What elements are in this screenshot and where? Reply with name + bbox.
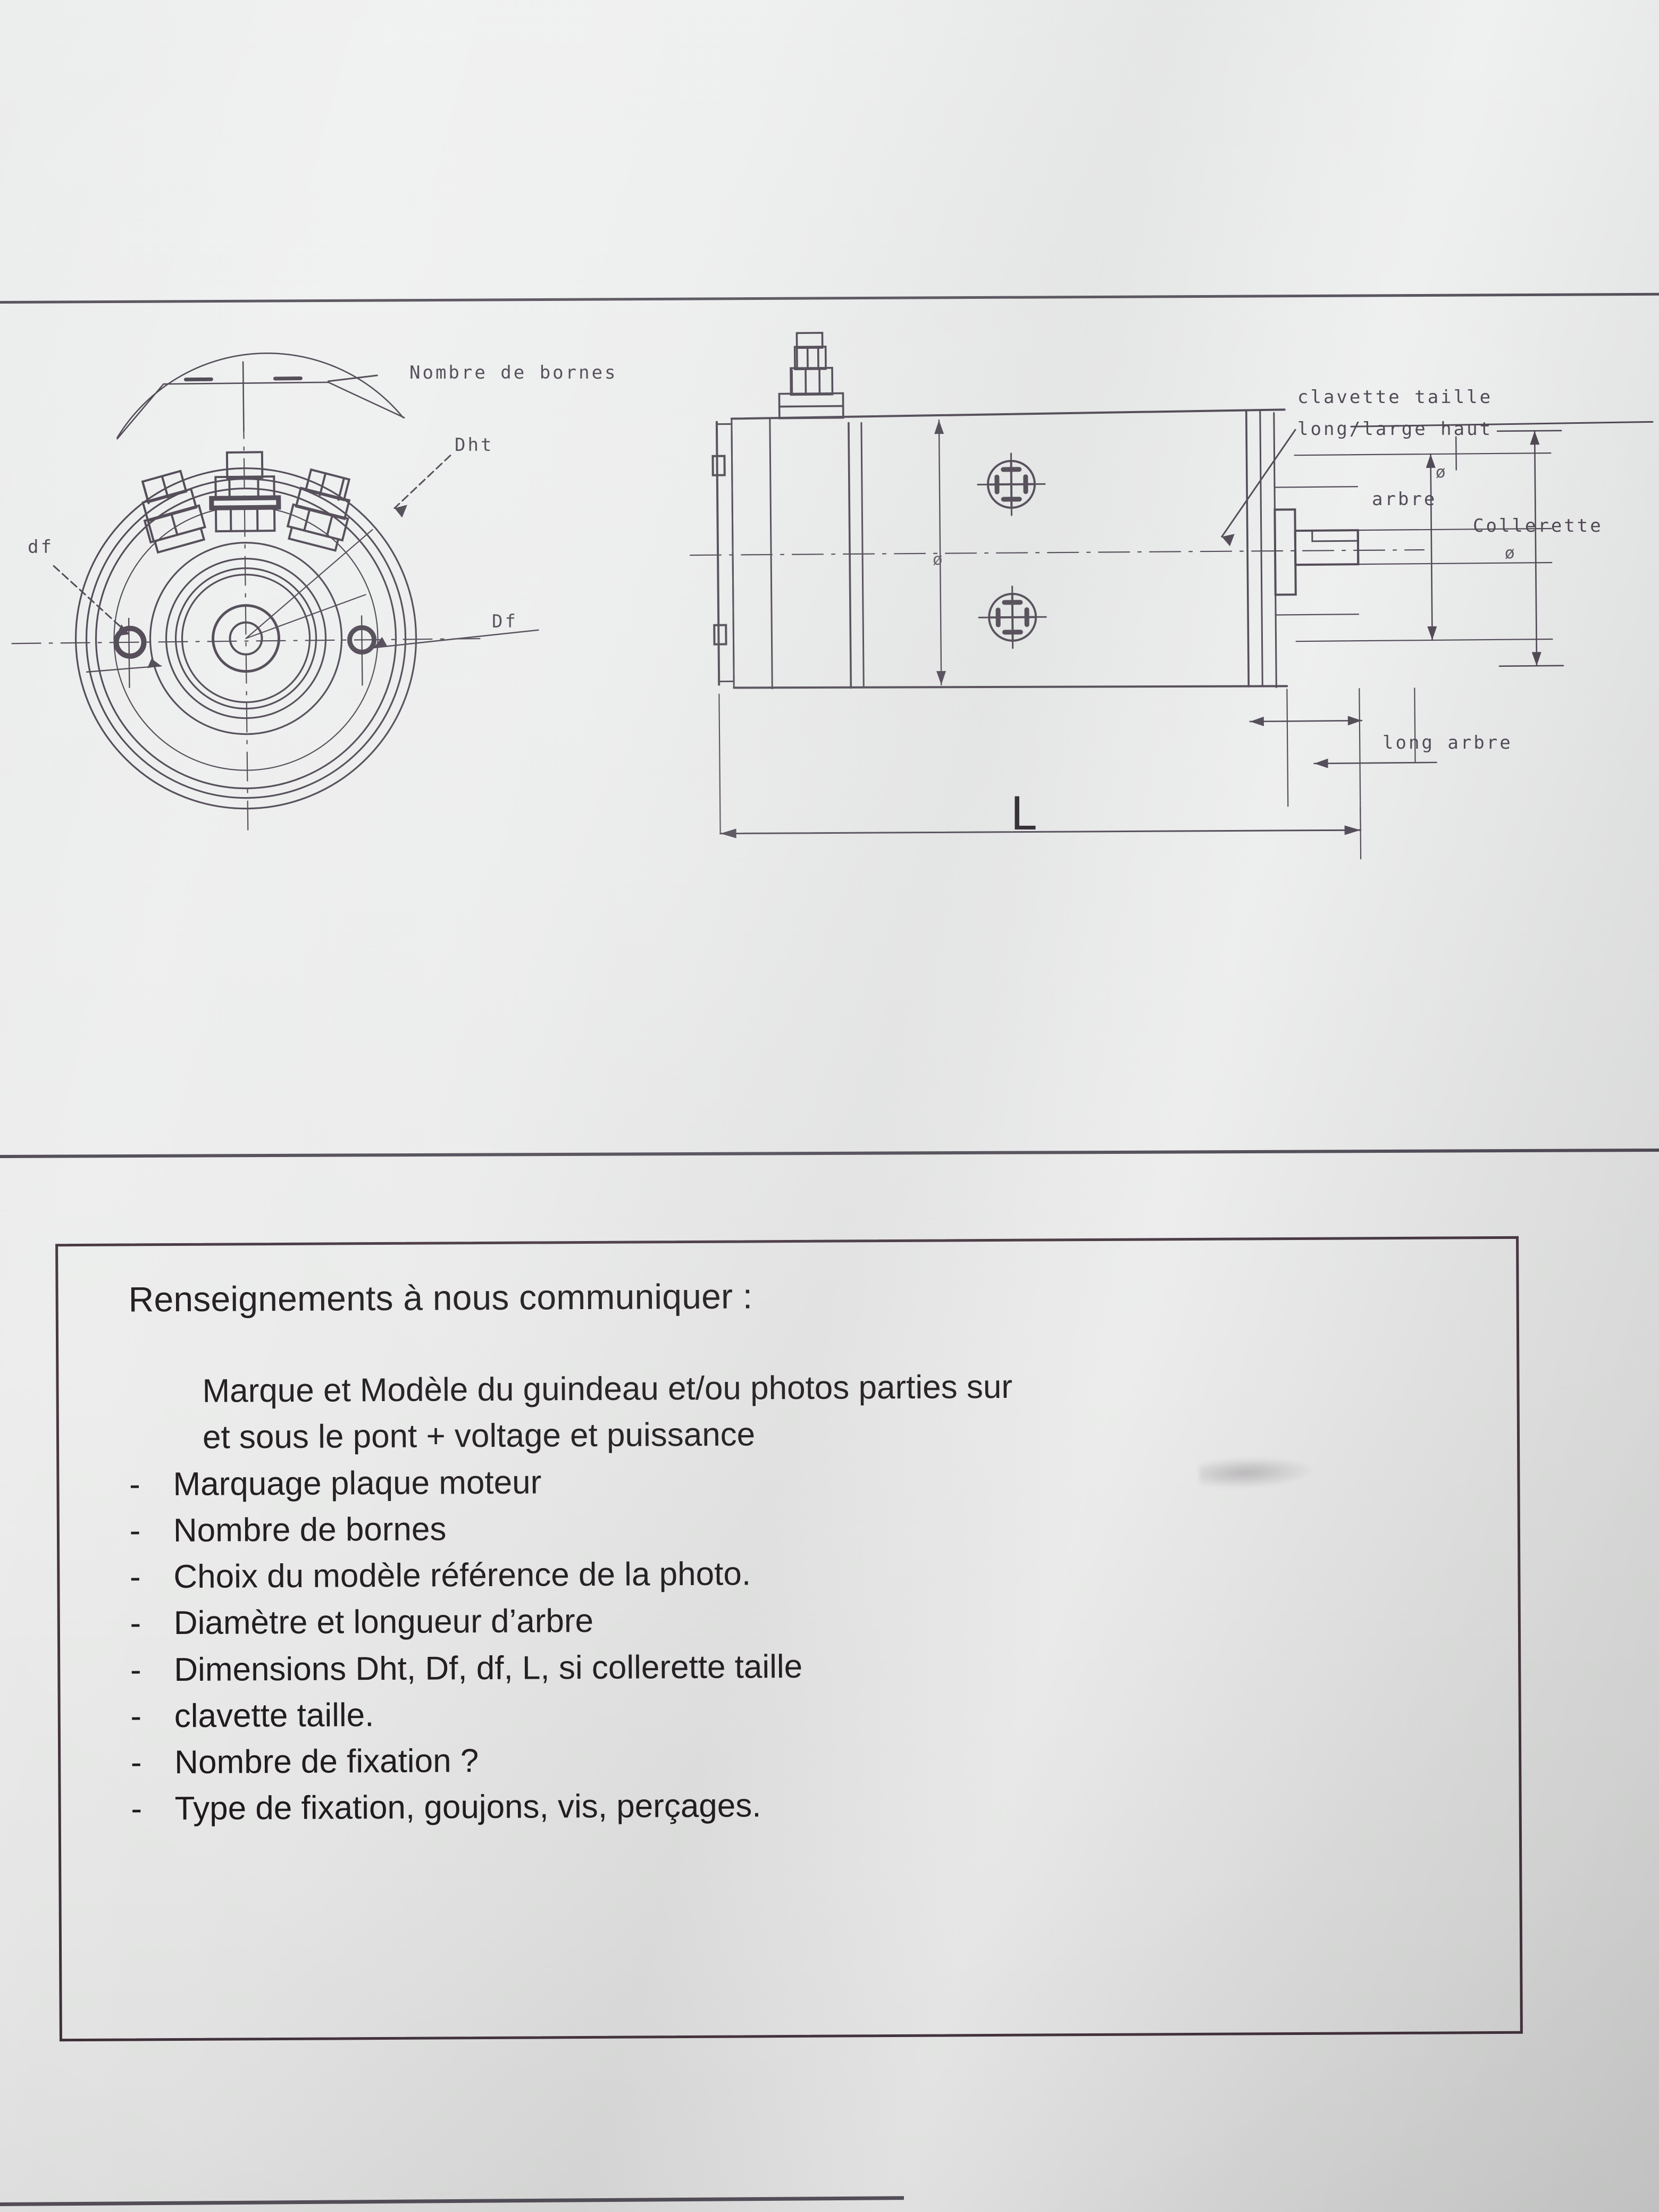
list-item: - Choix du modèle référence de la photo. — [97, 1548, 1480, 1600]
list-item-label: Diamètre et longueur d’arbre — [173, 1603, 594, 1642]
label-collerette: Collerette — [1473, 515, 1603, 537]
front-view-group — [11, 353, 539, 831]
label-clavette-taille: clavette taille — [1297, 387, 1493, 408]
list-item: - Type de fixation, goujons, vis, perçag… — [98, 1780, 1481, 1831]
list-item-label: Marquage plaque moteur — [173, 1464, 542, 1503]
list-item: - Marquage plaque moteur — [96, 1455, 1480, 1507]
list-item: - Nombre de bornes — [97, 1502, 1480, 1553]
body-diameter-symbol: ø — [933, 550, 943, 569]
list-item-label: Choix du modèle référence de la photo. — [173, 1555, 751, 1596]
list-bullet: - — [129, 1512, 141, 1549]
list-bullet: - — [130, 1744, 142, 1781]
label-long-arbre: long arbre — [1382, 732, 1513, 753]
list-item-label: Type de fixation, goujons, vis, perçages… — [174, 1787, 761, 1827]
list-item-label: Nombre de fixation ? — [174, 1742, 479, 1781]
label-arbre: arbre — [1372, 489, 1437, 510]
information-request-box: Renseignements à nous communiquer : Marq… — [55, 1236, 1523, 2042]
list-bullet: - — [129, 1559, 141, 1596]
list-bullet: - — [130, 1697, 142, 1735]
list-item-label: Nombre de bornes — [173, 1511, 447, 1549]
textbox-paragraph-line-2: et sous le pont + voltage et puissance — [202, 1415, 756, 1456]
label-df-major: Df — [492, 611, 518, 632]
list-item: - Diamètre et longueur d’arbre — [97, 1595, 1481, 1646]
list-bullet: - — [129, 1466, 140, 1503]
collerette-diameter-symbol: ø — [1505, 544, 1514, 563]
label-nombre-de-bornes: Nombre de bornes — [409, 362, 618, 383]
requirements-list: - Marquage plaque moteur - Nombre de bor… — [96, 1455, 1482, 1831]
list-item: - clavette taille. — [98, 1687, 1481, 1739]
label-df-minor: df — [28, 537, 54, 558]
list-item-label: Dimensions Dht, Df, df, L, si collerette… — [174, 1648, 803, 1688]
textbox-paragraph-line-1: Marque et Modèle du guindeau et/ou photo… — [202, 1368, 1013, 1410]
list-bullet: - — [131, 1790, 143, 1828]
list-item-label: clavette taille. — [174, 1696, 374, 1735]
label-overall-length-L: L — [1010, 787, 1036, 841]
technical-drawing-area: Nombre de bornes Dht Df df — [0, 298, 1659, 1159]
arbre-diameter-symbol: ø — [1436, 463, 1445, 482]
label-dht: Dht — [455, 434, 493, 456]
label-long-large-haut: long/large haut — [1297, 418, 1493, 440]
list-bullet: - — [130, 1605, 141, 1642]
list-item: - Dimensions Dht, Df, df, L, si colleret… — [97, 1641, 1481, 1692]
technical-drawing-svg: Nombre de bornes Dht Df df — [11, 332, 1654, 860]
side-view-group: ø — [689, 332, 1654, 860]
list-item: - Nombre de fixation ? — [98, 1733, 1481, 1785]
textbox-heading: Renseignements à nous communiquer : — [128, 1276, 753, 1319]
list-bullet: - — [130, 1651, 141, 1688]
